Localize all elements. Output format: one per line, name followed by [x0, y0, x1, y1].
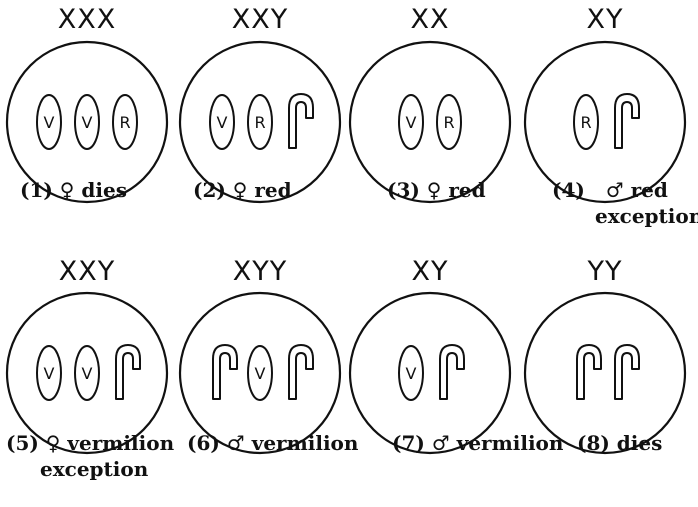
- x-chromosome: [36, 345, 62, 401]
- cell-outline: [178, 291, 342, 455]
- x-chromosome-allele-label: V: [406, 113, 417, 132]
- cell-2: XXY V R (2) ♀ red: [178, 4, 342, 204]
- x-chromosome: [247, 94, 273, 150]
- cell-outline: [348, 291, 512, 455]
- x-chromosome-allele-label: R: [254, 113, 265, 132]
- karyotype-label: XYY: [233, 256, 287, 287]
- y-chromosome: [614, 93, 640, 149]
- cell-caption: (1) ♀ dies: [20, 178, 127, 202]
- y-chromosome: [288, 93, 314, 149]
- x-chromosome-allele-label: R: [119, 113, 130, 132]
- cell-7: XY V (7) ♂ vermilion: [348, 256, 564, 455]
- cell-caption: (8) dies: [577, 431, 662, 455]
- karyotype-label: XXY: [59, 256, 116, 287]
- x-chromosome: [36, 94, 62, 150]
- cell-outline: [523, 40, 687, 204]
- y-chromosome: [212, 344, 238, 400]
- x-chromosome-allele-label: V: [82, 113, 93, 132]
- cell-outline: [5, 291, 169, 455]
- cell-caption-line2: exception: [40, 457, 149, 481]
- x-chromosome: [209, 94, 235, 150]
- karyotype-label: XY: [412, 256, 449, 287]
- cell-caption: (2) ♀ red: [193, 178, 292, 202]
- x-chromosome-allele-label: R: [443, 113, 454, 132]
- cell-caption: (4) ♂ red: [552, 178, 668, 202]
- x-chromosome: [74, 94, 100, 150]
- cell-caption: (5) ♀ vermilion: [6, 431, 175, 455]
- x-chromosome: [112, 94, 138, 150]
- x-chromosome: [398, 345, 424, 401]
- cell-caption: (3) ♀ red: [387, 178, 486, 202]
- cell-outline: [523, 291, 687, 455]
- cell-caption: (6) ♂ vermilion: [187, 431, 359, 455]
- cell-3: XX V R (3) ♀ red: [348, 4, 512, 204]
- karyotype-label: XY: [587, 4, 624, 35]
- cell-6: XYY V (6) ♂ vermilion: [178, 256, 359, 455]
- cell-outline: [178, 40, 342, 204]
- x-chromosome: [436, 94, 462, 150]
- x-chromosome: [74, 345, 100, 401]
- x-chromosome-allele-label: V: [217, 113, 228, 132]
- y-chromosome: [288, 344, 314, 400]
- x-chromosome-allele-label: V: [406, 364, 417, 383]
- cell-8: YY (8) dies: [523, 256, 687, 455]
- karyotype-label: XXX: [58, 4, 117, 35]
- x-chromosome-allele-label: V: [44, 364, 55, 383]
- x-chromosome-allele-label: R: [580, 113, 591, 132]
- y-chromosome: [614, 344, 640, 400]
- x-chromosome-allele-label: V: [44, 113, 55, 132]
- y-chromosome: [115, 344, 141, 400]
- karyotype-label: XX: [411, 4, 450, 35]
- x-chromosome: [398, 94, 424, 150]
- karyotype-label: YY: [587, 256, 623, 287]
- x-chromosome-allele-label: V: [255, 364, 266, 383]
- cell-caption: (7) ♂ vermilion: [392, 431, 564, 455]
- cell-caption-line2: exception: [595, 204, 698, 228]
- x-chromosome-allele-label: V: [82, 364, 93, 383]
- y-chromosome: [576, 344, 602, 400]
- karyotype-label: XXY: [232, 4, 289, 35]
- cell-1: XXX V V R (1) ♀ dies: [5, 4, 169, 204]
- x-chromosome: [247, 345, 273, 401]
- x-chromosome: [573, 94, 599, 150]
- y-chromosome: [439, 344, 465, 400]
- cell-outline: [348, 40, 512, 204]
- cell-outline: [5, 40, 169, 204]
